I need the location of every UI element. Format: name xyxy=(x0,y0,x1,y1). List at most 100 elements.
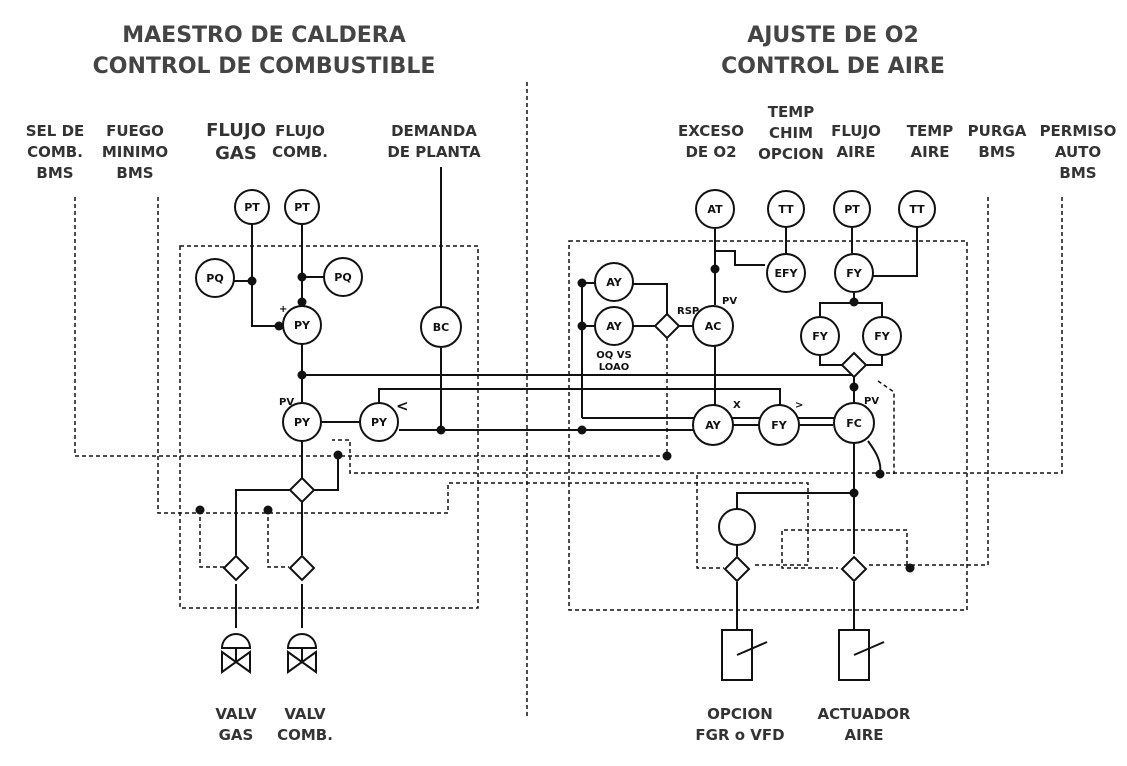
right-title-line2: CONTROL DE AIRE xyxy=(721,54,945,79)
fgr-station-circle xyxy=(718,508,756,546)
less-sign: < xyxy=(396,397,409,415)
ay-bottom: AY xyxy=(692,404,734,446)
svg-text:AY: AY xyxy=(705,419,721,432)
ay-top: AY xyxy=(594,262,634,302)
svg-text:PT: PT xyxy=(244,201,260,214)
tt-chim: TT xyxy=(767,190,805,228)
svg-text:BC: BC xyxy=(433,321,449,334)
pt-comb: PT xyxy=(284,189,320,225)
label-actuador-aire: ACTUADOR AIRE xyxy=(818,705,911,744)
svg-text:CHIM: CHIM xyxy=(769,124,813,142)
svg-text:EXCESO: EXCESO xyxy=(678,122,744,140)
svg-text:OPCION: OPCION xyxy=(758,145,824,163)
bc-boiler-master: BC xyxy=(420,306,462,348)
actuator-fgr-icon xyxy=(721,629,768,681)
tt-air: TT xyxy=(898,190,936,228)
svg-text:BMS: BMS xyxy=(36,164,73,182)
svg-text:OPCION: OPCION xyxy=(707,705,773,723)
label-purga-bms: PURGA BMS xyxy=(968,122,1027,161)
svg-text:BMS: BMS xyxy=(978,143,1015,161)
label-fuego-minimo: FUEGO MINIMO BMS xyxy=(102,122,168,182)
svg-text:FY: FY xyxy=(874,330,891,343)
svg-text:FY: FY xyxy=(846,267,863,280)
left-title-line2: CONTROL DE COMBUSTIBLE xyxy=(93,54,436,79)
svg-text:PQ: PQ xyxy=(334,271,351,284)
svg-text:SEL DE: SEL DE xyxy=(26,122,85,140)
svg-text:PT: PT xyxy=(294,201,310,214)
svg-text:MINIMO: MINIMO xyxy=(102,143,168,161)
ac-o2-controller: AC xyxy=(692,305,734,347)
pt-air: PT xyxy=(833,190,871,228)
svg-text:AIRE: AIRE xyxy=(845,726,884,744)
svg-text:DE O2: DE O2 xyxy=(685,143,736,161)
svg-text:AC: AC xyxy=(705,320,722,333)
efy: EFY xyxy=(766,253,806,293)
svg-text:FGR o VFD: FGR o VFD xyxy=(695,726,784,744)
label-opcion-fgr: OPCION FGR o VFD xyxy=(695,705,784,744)
svg-text:FY: FY xyxy=(771,419,788,432)
pt-gas: PT xyxy=(234,189,270,225)
label-flujo-gas: FLUJO GAS xyxy=(206,120,266,164)
junction-dots xyxy=(195,264,915,573)
label-flujo-aire: FLUJO AIRE xyxy=(831,122,881,161)
svg-text:AY: AY xyxy=(606,276,622,289)
svg-text:TEMP: TEMP xyxy=(768,103,814,121)
label-permiso-auto: PERMISO AUTO BMS xyxy=(1040,122,1117,182)
fy-mid-left: FY xyxy=(800,316,840,356)
svg-text:FLUJO: FLUJO xyxy=(206,120,266,141)
pv-ac: PV xyxy=(722,296,737,307)
fy-top: FY xyxy=(834,253,874,293)
fc-flow-controller: FC xyxy=(833,402,875,444)
svg-text:FLUJO: FLUJO xyxy=(831,122,881,140)
py-controller: PY xyxy=(282,402,322,442)
svg-text:COMB.: COMB. xyxy=(277,726,333,744)
svg-text:BMS: BMS xyxy=(116,164,153,182)
py-sum: PY xyxy=(282,305,322,345)
svg-text:GAS: GAS xyxy=(219,726,254,744)
actuator-air-icon xyxy=(838,629,885,681)
svg-text:PY: PY xyxy=(294,416,311,429)
valve-comb-icon xyxy=(286,633,318,674)
svg-text:COMB.: COMB. xyxy=(272,143,328,161)
svg-text:DE PLANTA: DE PLANTA xyxy=(387,143,481,161)
label-temp-chim: TEMP CHIM OPCION xyxy=(758,103,824,163)
label-exceso-o2: EXCESO DE O2 xyxy=(678,122,744,161)
right-control-box xyxy=(568,240,968,611)
pq-right: PQ xyxy=(323,257,363,297)
svg-text:COMB.: COMB. xyxy=(27,143,83,161)
svg-text:PY: PY xyxy=(294,319,311,332)
svg-text:GAS: GAS xyxy=(215,143,257,164)
diamonds xyxy=(222,312,868,583)
pq-left: PQ xyxy=(195,258,235,298)
label-valv-comb: VALV COMB. xyxy=(277,705,333,744)
right-title-line1: AJUSTE DE O2 xyxy=(747,23,919,48)
svg-text:FUEGO: FUEGO xyxy=(106,122,164,140)
valve-gas-icon xyxy=(220,633,252,674)
svg-text:FC: FC xyxy=(846,417,862,430)
rsp-label: RSP xyxy=(677,306,699,317)
svg-text:PERMISO: PERMISO xyxy=(1040,122,1117,140)
svg-text:DEMANDA: DEMANDA xyxy=(391,122,477,140)
x-label: X xyxy=(733,400,741,411)
label-flujo-comb: FLUJO COMB. xyxy=(272,122,328,161)
svg-text:FY: FY xyxy=(812,330,829,343)
py-selector: PY xyxy=(359,402,399,442)
pv-fc: PV xyxy=(864,396,879,407)
greater-sign: > xyxy=(795,400,803,411)
left-control-box xyxy=(179,245,479,609)
svg-text:PY: PY xyxy=(371,416,388,429)
svg-text:VALV: VALV xyxy=(215,705,257,723)
svg-text:AIRE: AIRE xyxy=(911,143,950,161)
svg-text:EFY: EFY xyxy=(775,267,799,280)
label-demanda-planta: DEMANDA DE PLANTA xyxy=(387,122,481,161)
svg-text:TT: TT xyxy=(909,203,925,216)
fy-bottom: FY xyxy=(758,404,800,446)
fy-mid-right: FY xyxy=(862,316,902,356)
svg-text:AY: AY xyxy=(606,320,622,333)
solid-signals xyxy=(234,167,918,630)
svg-text:AT: AT xyxy=(707,203,723,216)
svg-text:BMS: BMS xyxy=(1059,164,1096,182)
loao-label: LOAO xyxy=(599,362,630,373)
svg-text:TT: TT xyxy=(778,203,794,216)
left-title-line1: MAESTRO DE CALDERA xyxy=(122,23,406,48)
